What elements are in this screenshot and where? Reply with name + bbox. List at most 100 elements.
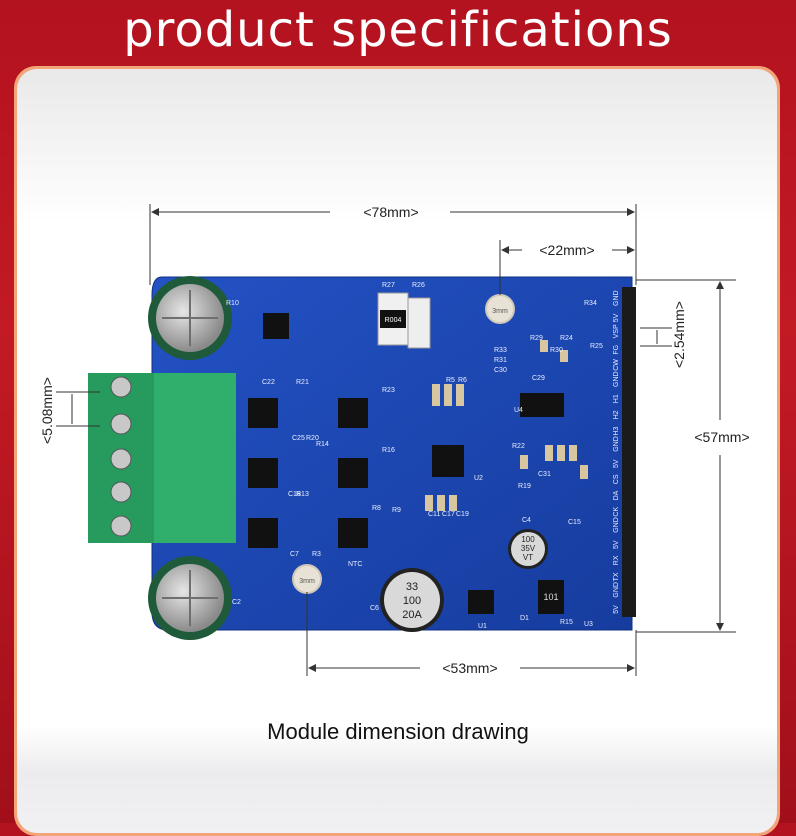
pin-label: H2 bbox=[613, 410, 620, 419]
pin-label: H1 bbox=[613, 394, 620, 403]
pin-label: H3 bbox=[613, 427, 620, 436]
dim-78mm: <78mm> bbox=[149, 204, 637, 285]
svg-text:100: 100 bbox=[521, 535, 535, 544]
svg-text:VT: VT bbox=[523, 553, 533, 562]
silk-label: R30 bbox=[550, 347, 563, 354]
silk-label: R8 bbox=[372, 505, 381, 512]
pin-labels: GND5VVSPFGCWGNDH1H2H3GND5VCSDACKGND5VRXT… bbox=[613, 290, 620, 613]
inductor: 101 bbox=[538, 580, 564, 614]
dim-22mm: <22mm> bbox=[499, 240, 637, 295]
pin-label: GND bbox=[613, 290, 620, 306]
figure-caption: Module dimension drawing bbox=[267, 719, 529, 744]
passive-components bbox=[425, 340, 588, 511]
svg-text:<5.08mm>: <5.08mm> bbox=[39, 377, 55, 444]
pin-label: 5V bbox=[613, 459, 620, 468]
silk-label: R29 bbox=[530, 335, 543, 342]
silk-label: NTC bbox=[348, 561, 362, 568]
silk-label: R3 bbox=[312, 551, 321, 558]
silk-label: R20 bbox=[306, 435, 319, 442]
svg-text:100: 100 bbox=[403, 595, 421, 607]
svg-text:R004: R004 bbox=[385, 317, 402, 324]
silk-label: C19 bbox=[456, 511, 469, 518]
silk-label: R33 bbox=[494, 347, 507, 354]
svg-text:3mm: 3mm bbox=[492, 308, 508, 315]
pin-label: TX bbox=[613, 572, 620, 581]
silk-label: C15 bbox=[568, 519, 581, 526]
silk-label: U2 bbox=[474, 475, 483, 482]
dim-53mm: <53mm> bbox=[306, 592, 637, 676]
silk-label: R19 bbox=[518, 483, 531, 490]
capacitor-bottom-left bbox=[148, 556, 232, 640]
svg-text:101: 101 bbox=[543, 592, 558, 602]
svg-text:20A: 20A bbox=[402, 609, 422, 621]
pin-header bbox=[622, 287, 636, 617]
capacitor-top-left bbox=[148, 276, 232, 360]
silk-label: R9 bbox=[392, 507, 401, 514]
svg-text:<78mm>: <78mm> bbox=[363, 204, 418, 220]
silk-label: C2 bbox=[232, 599, 241, 606]
silk-label: C17 bbox=[442, 511, 455, 518]
silk-label: C11 bbox=[428, 511, 440, 518]
svg-text:3mm: 3mm bbox=[299, 578, 315, 585]
silk-label: C30 bbox=[494, 367, 507, 374]
pin-label: 5V bbox=[613, 313, 620, 322]
silk-label: C31 bbox=[538, 471, 551, 478]
dim-2-54mm: <2.54mm> bbox=[640, 301, 687, 368]
pin-label: GND bbox=[613, 517, 620, 533]
mount-hole-bottom: 3mm bbox=[292, 564, 322, 594]
silk-label: R26 bbox=[412, 282, 425, 289]
svg-text:<53mm>: <53mm> bbox=[442, 660, 497, 676]
pin-label: CK bbox=[613, 507, 620, 517]
silk-label: R6 bbox=[458, 377, 467, 384]
pin-label: CS bbox=[613, 474, 620, 484]
silk-label: R31 bbox=[494, 357, 507, 364]
silk-label: C7 bbox=[290, 551, 299, 558]
silk-label: R5 bbox=[446, 377, 455, 384]
svg-text:<22mm>: <22mm> bbox=[539, 242, 594, 258]
pin-label: RX bbox=[613, 555, 620, 565]
dim-5-08mm: <5.08mm> bbox=[39, 377, 100, 444]
pin-label: GND bbox=[613, 371, 620, 387]
mount-hole-top: 3mm bbox=[485, 294, 515, 324]
shunt-resistor: R004 bbox=[377, 292, 431, 349]
pin-label: CW bbox=[613, 359, 620, 371]
silk-label: R13 bbox=[296, 491, 309, 498]
silk-label: C29 bbox=[532, 375, 545, 382]
screw-terminal bbox=[88, 373, 236, 543]
pin-label: VSP bbox=[613, 324, 620, 338]
pin-label: GND bbox=[613, 582, 620, 598]
silk-label: U1 bbox=[478, 623, 487, 630]
pin-label: DA bbox=[613, 490, 620, 500]
silk-label: C4 bbox=[522, 517, 531, 524]
pin-label: 5V bbox=[613, 605, 620, 614]
silk-label: C6 bbox=[370, 605, 379, 612]
silk-label: R34 bbox=[584, 300, 597, 307]
svg-text:<2.54mm>: <2.54mm> bbox=[671, 301, 687, 368]
silk-label: R24 bbox=[560, 335, 573, 342]
silk-label: R14 bbox=[316, 441, 329, 448]
pin-label: GND bbox=[613, 436, 620, 452]
silk-label: R23 bbox=[382, 387, 395, 394]
capacitor-33-100-20a: 33 100 20A bbox=[380, 568, 444, 632]
silk-label: R25 bbox=[590, 343, 603, 350]
svg-text:35V: 35V bbox=[521, 544, 536, 553]
silk-label: C25 bbox=[292, 435, 305, 442]
silk-label: R16 bbox=[382, 447, 395, 454]
silk-label: C18 bbox=[288, 491, 301, 498]
silk-label: D1 bbox=[520, 615, 529, 622]
mosfet-array bbox=[248, 313, 564, 614]
silk-label: C22 bbox=[262, 379, 275, 386]
page-title: product specifications bbox=[123, 2, 673, 58]
silk-label: U3 bbox=[584, 621, 593, 628]
silk-label: U4 bbox=[514, 407, 523, 414]
pin-label: FG bbox=[613, 345, 620, 355]
silk-label: R15 bbox=[560, 619, 573, 626]
silk-label: R27 bbox=[382, 282, 395, 289]
capacitor-100-35v: 100 35V VT bbox=[508, 529, 548, 569]
silk-label: R21 bbox=[296, 379, 309, 386]
svg-text:33: 33 bbox=[406, 581, 418, 593]
pin-label: 5V bbox=[613, 540, 620, 549]
dim-57mm: <57mm> bbox=[636, 279, 750, 633]
